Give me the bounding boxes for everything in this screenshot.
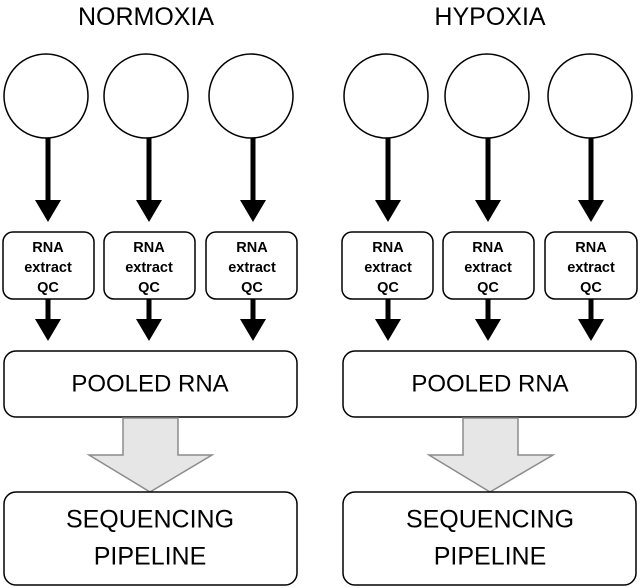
group-title: NORMOXIA [78,3,214,31]
big-arrow-down [426,417,556,493]
extract-line-3: QC [477,280,499,296]
sample-circle [444,53,530,139]
extract-line-3: QC [377,280,399,296]
extract-line-2: extract [364,260,412,276]
sample-circle [3,53,89,139]
extract-line-2: extract [125,260,173,276]
extract-line-2: extract [24,260,72,276]
pooled-rna-box [3,350,298,418]
sequencing-pipeline-box [3,491,298,586]
extract-line-3: QC [138,280,160,296]
extract-line-3: QC [37,280,59,296]
group-title: HYPOXIA [434,3,545,31]
big-arrow-down [86,417,215,493]
sample-circle [547,53,633,139]
extract-line-2: extract [567,260,615,276]
sample-circle [343,53,429,139]
sample-circle [208,53,294,139]
extract-line-1: RNA [236,240,268,256]
sequencing-label-line-2: PIPELINE [94,543,207,571]
sequencing-pipeline-box [342,491,637,586]
extract-line-1: RNA [372,240,404,256]
extract-line-2: extract [464,260,512,276]
extract-line-1: RNA [575,240,607,256]
pooled-rna-label: POOLED RNA [71,370,228,397]
extract-line-2: extract [228,260,276,276]
sequencing-label-line-2: PIPELINE [434,543,547,571]
extract-line-1: RNA [472,240,504,256]
pooled-rna-box [342,350,637,418]
extract-line-3: QC [241,280,263,296]
extract-line-1: RNA [32,240,64,256]
extract-line-1: RNA [133,240,165,256]
group-hypoxia: HYPOXIA RNA extract QC RNA extract QC RN… [341,3,638,586]
sample-circle [103,53,189,139]
extract-line-3: QC [580,280,602,296]
sequencing-label-line-1: SEQUENCING [406,506,574,534]
sequencing-label-line-1: SEQUENCING [66,506,234,534]
group-normoxia: NORMOXIA RNA extract QC RNA extract QC R… [2,3,298,586]
pooled-rna-label: POOLED RNA [411,370,568,397]
